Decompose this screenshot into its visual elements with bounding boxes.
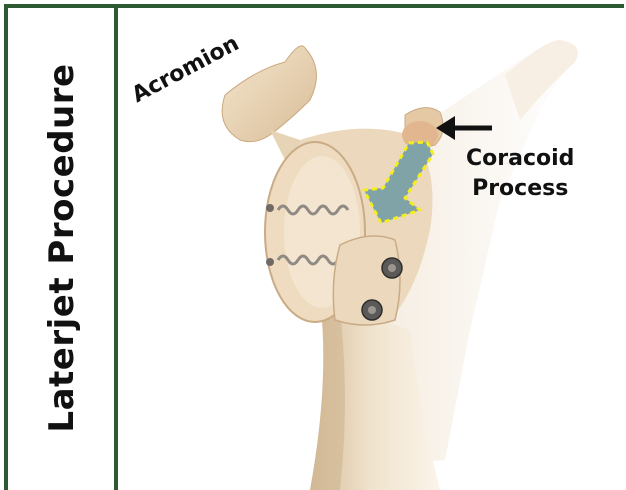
screw-head [388,264,396,272]
acromion-bone [222,46,316,142]
shoulder-illustration [118,8,626,490]
screw-tip [266,204,274,212]
procedure-title: Laterjet Procedure [42,63,82,432]
frame-left-border [4,4,8,490]
coracoid-label-line1: Coracoid [466,144,574,174]
screw-tip [266,258,274,266]
coracoid-label-line2: Process [466,174,574,204]
coracoid-process-label: Coracoid Process [466,144,574,204]
screw-head [368,306,376,314]
shaft-shadow [310,300,345,490]
